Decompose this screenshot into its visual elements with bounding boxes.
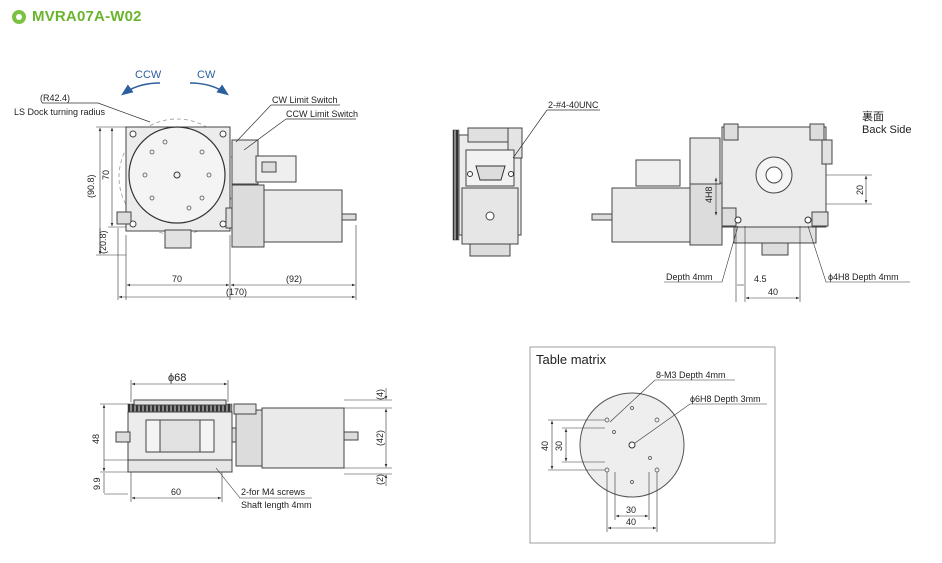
ccw-label: CCW (135, 69, 162, 81)
end-view: 2-#4-40UNC (452, 100, 600, 257)
dim-48: 48 (91, 434, 101, 444)
knob-left (116, 211, 132, 225)
dim-60: 60 (171, 487, 181, 497)
matrix-dim-40-vertical: 40 (540, 441, 550, 451)
front-view: ϕ68 (4) (42) (2) 48 9.9 60 2-for M4 scre… (91, 372, 392, 510)
limit-switch-block (231, 139, 259, 185)
dim-170: (170) (226, 287, 247, 297)
motor-flange (231, 184, 265, 248)
dim-42: (42) (375, 430, 385, 446)
dim-4: (4) (375, 389, 385, 400)
dim-90-8: (90.8) (86, 174, 96, 198)
dim-2: (2) (375, 474, 385, 485)
dim-40-side: 40 (768, 287, 778, 297)
rotary-table (128, 126, 226, 224)
dim-92: (92) (286, 274, 302, 284)
matrix-dim-30-horizontal: 30 (626, 505, 636, 515)
phi6-label: ϕ6H8 Depth 3mm (690, 394, 761, 404)
table-holes (142, 139, 212, 211)
cw-arrow-icon (189, 82, 229, 96)
table-matrix-title: Table matrix (536, 352, 607, 367)
back-side-en: Back Side (862, 124, 912, 136)
turning-radius-label: (R42.4) (40, 93, 70, 103)
dim-4-5: 4.5 (754, 274, 767, 284)
cw-label: CW (197, 69, 216, 81)
dim-4h8: 4H8 (704, 186, 714, 203)
dim-20: 20 (855, 185, 865, 195)
matrix-dim-40-horizontal: 40 (626, 517, 636, 527)
turning-radius-note: LS Dock turning radius (14, 107, 106, 117)
header: MVRA07A-W02 (12, 8, 142, 25)
ccw-limit-label: CCW Limit Switch (286, 109, 358, 119)
side-motor (611, 187, 691, 243)
matrix-center-hole (628, 441, 636, 449)
table-matrix: Table matrix 8-M3 Depth 4mm ϕ6H8 Dep (529, 346, 776, 544)
phi-depth-label: ϕ4H8 Depth 4mm (828, 272, 899, 282)
ccw-arrow-icon (121, 82, 161, 96)
side-view: 裏面 Back Side 4H8 20 Depth 4mm 4.5 ϕ4H8 D… (591, 109, 912, 302)
motor-shaft (341, 213, 357, 221)
dsub-connector (475, 165, 506, 181)
matrix-holes (604, 406, 660, 484)
back-hole-inner (765, 166, 783, 184)
back-side-jp: 裏面 (862, 109, 884, 123)
cw-limit-label: CW Limit Switch (272, 95, 338, 105)
clamp (164, 229, 192, 249)
m3-label: 8-M3 Depth 4mm (656, 370, 726, 380)
gear-teeth (452, 129, 460, 241)
dim-phi68: ϕ68 (168, 372, 186, 384)
model-title: MVRA07A-W02 (32, 8, 142, 25)
matrix-dim-30-vertical: 30 (554, 441, 564, 451)
dim-20-8: (20.8) (98, 230, 108, 254)
screws-label-2: Shaft length 4mm (241, 500, 312, 510)
bullet-icon (12, 9, 26, 24)
dim-70-horizontal: 70 (172, 274, 182, 284)
screws-label-1: 2-for M4 screws (241, 487, 306, 497)
depth-label: Depth 4mm (666, 272, 713, 282)
top-view: CCW CW (R42.4) LS Dock (14, 69, 358, 300)
dim-9-9: 9.9 (92, 477, 102, 490)
dim-70-vertical: 70 (101, 170, 111, 180)
center-hole (173, 171, 181, 179)
front-motor (261, 407, 345, 469)
motor-body (263, 189, 343, 243)
thread-label: 2-#4-40UNC (548, 100, 599, 110)
